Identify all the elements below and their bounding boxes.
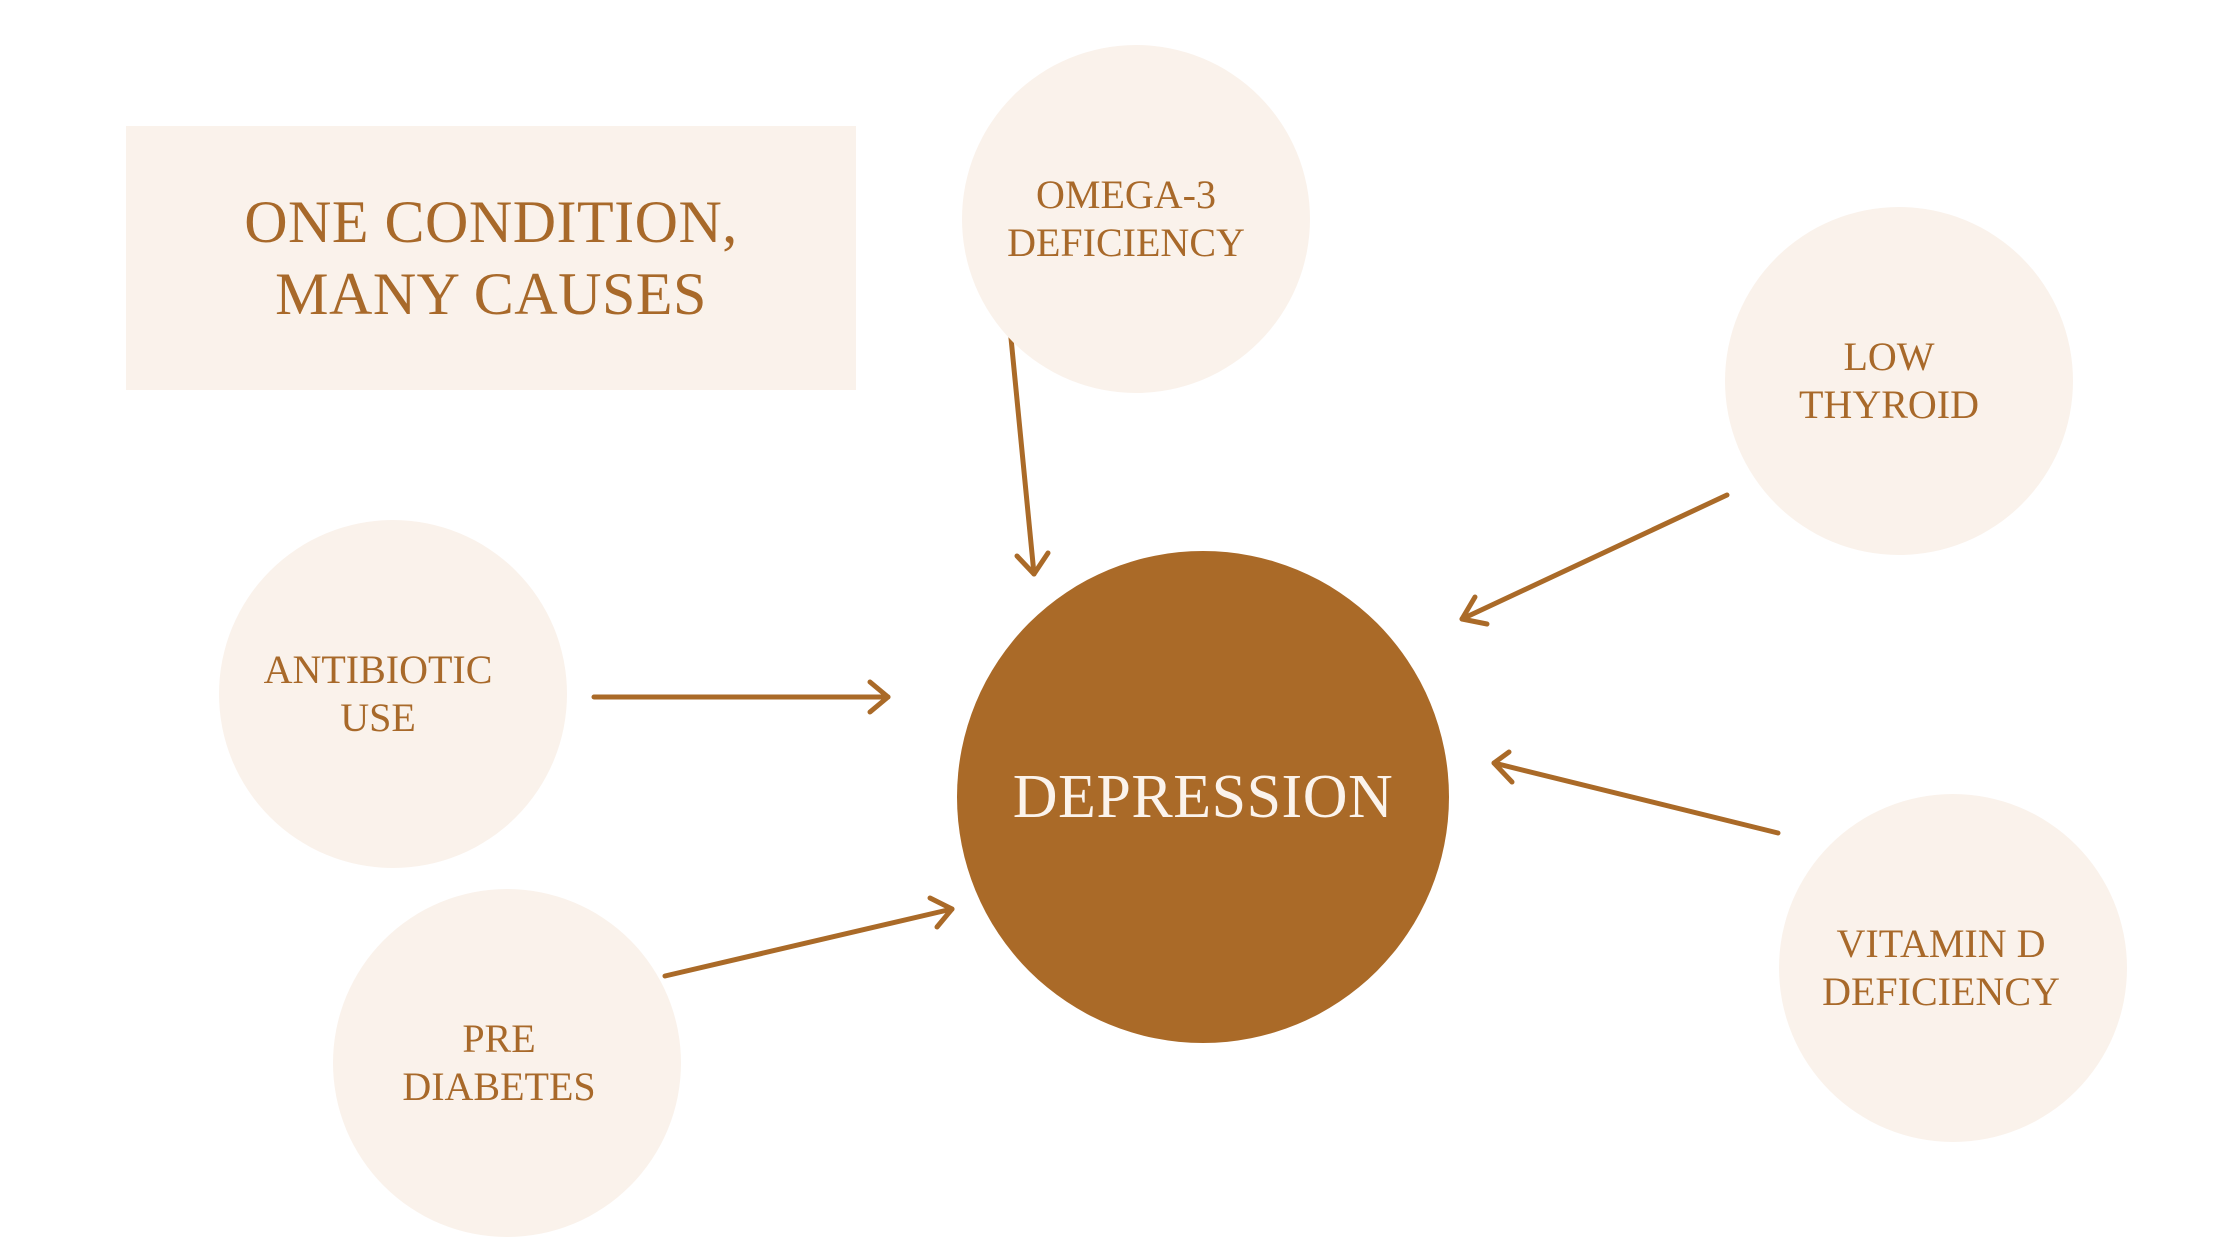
cause-vitamin-d-deficiency: VITAMIN D DEFICIENCY xyxy=(1779,794,2127,1142)
arrow-prediabetes-to-depression xyxy=(662,895,955,979)
diagram-title-line-1: ONE CONDITION, xyxy=(244,189,738,255)
cause-antibiotic-line-2: USE xyxy=(340,695,416,740)
cause-omega3-line-1: OMEGA-3 xyxy=(1036,172,1216,217)
center-node-depression: DEPRESSION xyxy=(957,551,1449,1043)
cause-omega3-deficiency: OMEGA-3 DEFICIENCY xyxy=(962,45,1310,393)
cause-thyroid-line-1: LOW xyxy=(1843,334,1935,379)
cause-vitamin-d-line-1: VITAMIN D xyxy=(1836,921,2046,966)
cause-pre-diabetes: PRE DIABETES xyxy=(333,889,681,1237)
arrow-omega3-to-depression xyxy=(1004,294,1051,577)
diagram-title-box: ONE CONDITION, MANY CAUSES xyxy=(126,126,856,390)
cause-thyroid-line-2: THYROID xyxy=(1799,382,1979,427)
cause-vitamin-d-line-2: DEFICIENCY xyxy=(1822,969,2060,1014)
cause-omega3-line-2: DEFICIENCY xyxy=(1007,220,1245,265)
diagram-title-line-2: MANY CAUSES xyxy=(275,261,707,327)
center-node-label: DEPRESSION xyxy=(1012,762,1394,831)
cause-prediabetes-line-2: DIABETES xyxy=(402,1064,596,1109)
cause-antibiotic-use: ANTIBIOTIC USE xyxy=(219,520,567,868)
arrow-vitamin-d-to-depression xyxy=(1491,749,1781,836)
arrow-antibiotic-to-depression xyxy=(591,679,891,715)
cause-antibiotic-line-1: ANTIBIOTIC xyxy=(263,647,493,692)
cause-prediabetes-line-1: PRE xyxy=(462,1016,536,1061)
cause-low-thyroid: LOW THYROID xyxy=(1725,207,2073,555)
arrow-thyroid-to-depression xyxy=(1459,492,1730,627)
